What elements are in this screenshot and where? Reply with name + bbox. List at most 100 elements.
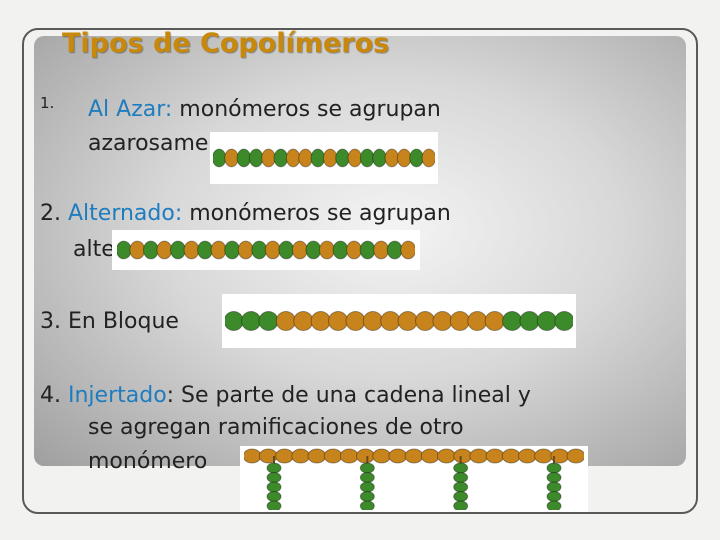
monomer-bead — [241, 310, 262, 332]
monomer-bead — [305, 240, 322, 260]
branch-bead — [546, 500, 562, 510]
monomer-bead — [335, 148, 350, 168]
monomer-bead — [372, 148, 387, 168]
monomer-bead — [183, 240, 200, 260]
monomer-bead — [248, 148, 264, 168]
branch-bead — [453, 462, 469, 474]
monomer-bead — [345, 310, 366, 332]
monomer-bead — [484, 310, 505, 332]
monomer-bead — [432, 310, 453, 332]
monomer-bead — [347, 148, 363, 168]
monomer-bead — [310, 310, 331, 332]
monomer-bead — [298, 148, 313, 168]
item-2-number: 2. — [40, 201, 61, 226]
monomer-bead — [291, 240, 308, 260]
backbone-bead — [436, 448, 456, 464]
backbone-bead — [323, 448, 343, 464]
random-copolymer-image — [210, 132, 438, 184]
monomer-bead — [237, 240, 254, 260]
alternating-chain-graphic — [117, 240, 415, 260]
item-1-keyword: Al Azar: — [88, 97, 173, 122]
item-1-line1: Al Azar: monómeros se agrupan — [88, 94, 441, 126]
random-chain-graphic — [213, 148, 435, 168]
monomer-bead — [386, 240, 403, 260]
backbone-bead — [517, 448, 537, 464]
block-copolymer-image — [222, 294, 576, 348]
monomer-bead — [264, 240, 281, 260]
monomer-bead — [117, 240, 132, 260]
monomer-bead — [380, 310, 401, 332]
branch-bead — [453, 481, 469, 493]
monomer-bead — [400, 240, 415, 260]
monomer-bead — [409, 148, 424, 168]
branch-bead — [359, 462, 375, 474]
monomer-bead — [142, 240, 159, 260]
branch-bead — [359, 472, 375, 483]
monomer-bead — [261, 148, 276, 168]
monomer-bead — [396, 148, 412, 168]
item-4-number: 4. — [40, 383, 61, 408]
item-3-line: 3. En Bloque — [40, 309, 179, 334]
backbone-bead — [404, 448, 424, 464]
item-4-text: : Se parte de una cadena lineal y — [166, 383, 531, 408]
monomer-bead — [415, 310, 436, 332]
monomer-bead — [224, 148, 239, 168]
monomer-bead — [359, 240, 376, 260]
graft-copolymer-image — [240, 446, 588, 512]
backbone-bead — [275, 448, 294, 464]
monomer-bead — [373, 240, 390, 260]
branch-bead — [266, 481, 282, 493]
branch-bead — [546, 481, 562, 493]
backbone-bead — [291, 448, 311, 464]
monomer-bead — [449, 310, 470, 332]
monomer-bead — [236, 148, 252, 168]
branch-bead — [359, 500, 375, 510]
branch-bead — [266, 491, 282, 502]
backbone-bead — [469, 448, 489, 464]
item-4-line3: monómero — [88, 449, 208, 474]
item-4-keyword: Injertado — [68, 383, 167, 408]
monomer-bead — [210, 240, 227, 260]
monomer-bead — [310, 148, 326, 168]
backbone-bead — [566, 448, 584, 464]
item-2-keyword: Alternado: — [68, 201, 183, 226]
monomer-bead — [258, 310, 279, 332]
item-2-line1: 2. Alternado: monómeros se agrupan — [40, 198, 451, 230]
monomer-bead — [224, 240, 241, 260]
backbone-bead — [534, 448, 553, 464]
slide-title: Tipos de Copolímeros — [62, 28, 390, 59]
monomer-bead — [225, 310, 244, 332]
branch-bead — [266, 462, 282, 474]
backbone-bead — [339, 448, 359, 464]
monomer-bead — [328, 310, 349, 332]
monomer-bead — [359, 148, 375, 168]
branch-bead — [546, 472, 562, 483]
backbone-bead — [485, 448, 505, 464]
monomer-bead — [536, 310, 557, 332]
backbone-bead — [501, 448, 521, 464]
backbone-bead — [388, 448, 408, 464]
monomer-bead — [319, 240, 335, 260]
branch-bead — [453, 491, 469, 502]
item-4-line1: 4. Injertado: Se parte de una cadena lin… — [40, 380, 531, 412]
branch-bead — [453, 500, 469, 510]
backbone-bead — [244, 448, 262, 464]
block-chain-graphic — [225, 310, 573, 332]
monomer-bead — [285, 148, 301, 168]
monomer-bead — [156, 240, 173, 260]
monomer-bead — [519, 310, 540, 332]
branch-bead — [359, 491, 375, 502]
monomer-bead — [502, 310, 523, 332]
monomer-bead — [332, 240, 349, 260]
branch-bead — [359, 481, 375, 493]
monomer-bead — [273, 148, 289, 168]
monomer-bead — [384, 148, 400, 168]
monomer-bead — [213, 148, 227, 168]
branch-bead — [546, 491, 562, 502]
monomer-bead — [275, 310, 296, 332]
item-1-text: monómeros se agrupan — [172, 97, 441, 122]
monomer-bead — [197, 240, 213, 260]
graft-chain-graphic — [244, 448, 584, 510]
monomer-bead — [278, 240, 295, 260]
monomer-bead — [293, 310, 314, 332]
